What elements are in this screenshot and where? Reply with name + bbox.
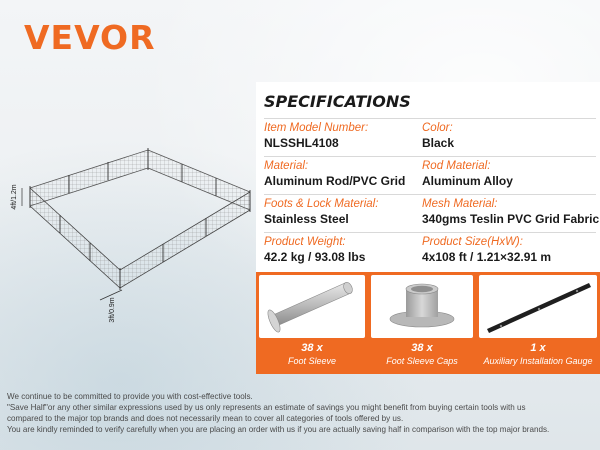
spec-label: Mesh Material:	[422, 198, 498, 210]
spec-value: Aluminum Rod/PVC Grid	[264, 174, 406, 188]
accessory-name: Foot Sleeve	[287, 356, 337, 366]
disclaimer-line: "Save Half"or any other similar expressi…	[7, 403, 526, 412]
spec-label: Rod Material:	[422, 160, 491, 172]
vevor-logo: VEVOR	[24, 18, 156, 57]
spec-label: Color:	[422, 122, 453, 134]
spec-value: Black	[422, 136, 455, 150]
spec-value: Aluminum Alloy	[422, 174, 513, 188]
divider	[264, 156, 596, 157]
divider	[264, 194, 596, 195]
spec-label: Material:	[264, 160, 309, 172]
spec-value: Stainless Steel	[264, 212, 349, 226]
accessory-card: 38 x Foot Sleeve Caps	[368, 272, 476, 374]
accessories-strip: 38 x Foot Sleeve 38 x Foot Sleev	[256, 272, 600, 374]
spec-value: NLSSHL4108	[264, 136, 339, 150]
accessory-name: Foot Sleeve Caps	[386, 356, 458, 366]
height-dimension-label: 4ft/1.2m	[11, 184, 18, 209]
spec-value: 4x108 ft / 1.21×32.91 m	[422, 250, 552, 264]
disclaimer: We continue to be committed to provide y…	[7, 391, 599, 435]
spec-label: Product Weight:	[264, 236, 346, 248]
accessory-card: 38 x Foot Sleeve	[256, 272, 368, 374]
fence-drawing: 4ft/1.2m 3ft/0.9m	[11, 148, 251, 323]
divider	[264, 118, 596, 119]
fence-illustration: 4ft/1.2m 3ft/0.9m	[0, 140, 258, 330]
accessory-name: Auxiliary Installation Gauge	[483, 356, 593, 366]
accessory-qty: 38 x	[301, 342, 323, 354]
spec-label: Product Size(HxW):	[422, 236, 523, 248]
disclaimer-line: compared to the major top brands and doe…	[7, 414, 404, 423]
divider	[264, 232, 596, 233]
specifications-title: SPECIFICATIONS	[264, 92, 411, 111]
disclaimer-line: You are kindly reminded to verify carefu…	[7, 425, 550, 434]
spec-label: Item Model Number:	[264, 122, 369, 134]
width-dimension-label: 3ft/0.9m	[109, 297, 116, 322]
installation-gauge-image	[479, 275, 597, 338]
foot-sleeve-icon	[267, 281, 353, 333]
disclaimer-line: We continue to be committed to provide y…	[7, 392, 253, 401]
foot-sleeve-cap-icon	[389, 283, 455, 328]
spec-value: 340gms Teslin PVC Grid Fabric	[422, 212, 600, 226]
accessory-qty: 38 x	[411, 342, 433, 354]
foot-sleeve-image	[259, 275, 365, 338]
specifications-panel: SPECIFICATIONS Item Model Number: NLSSHL4…	[256, 82, 600, 374]
foot-sleeve-cap-image	[371, 275, 473, 338]
spec-label: Foots & Lock Material:	[264, 198, 379, 210]
accessory-qty: 1 x	[530, 342, 546, 354]
installation-gauge-icon	[487, 283, 591, 333]
spec-value: 42.2 kg / 93.08 lbs	[264, 250, 366, 264]
accessory-card: 1 x Auxiliary Installation Gauge	[476, 272, 600, 374]
